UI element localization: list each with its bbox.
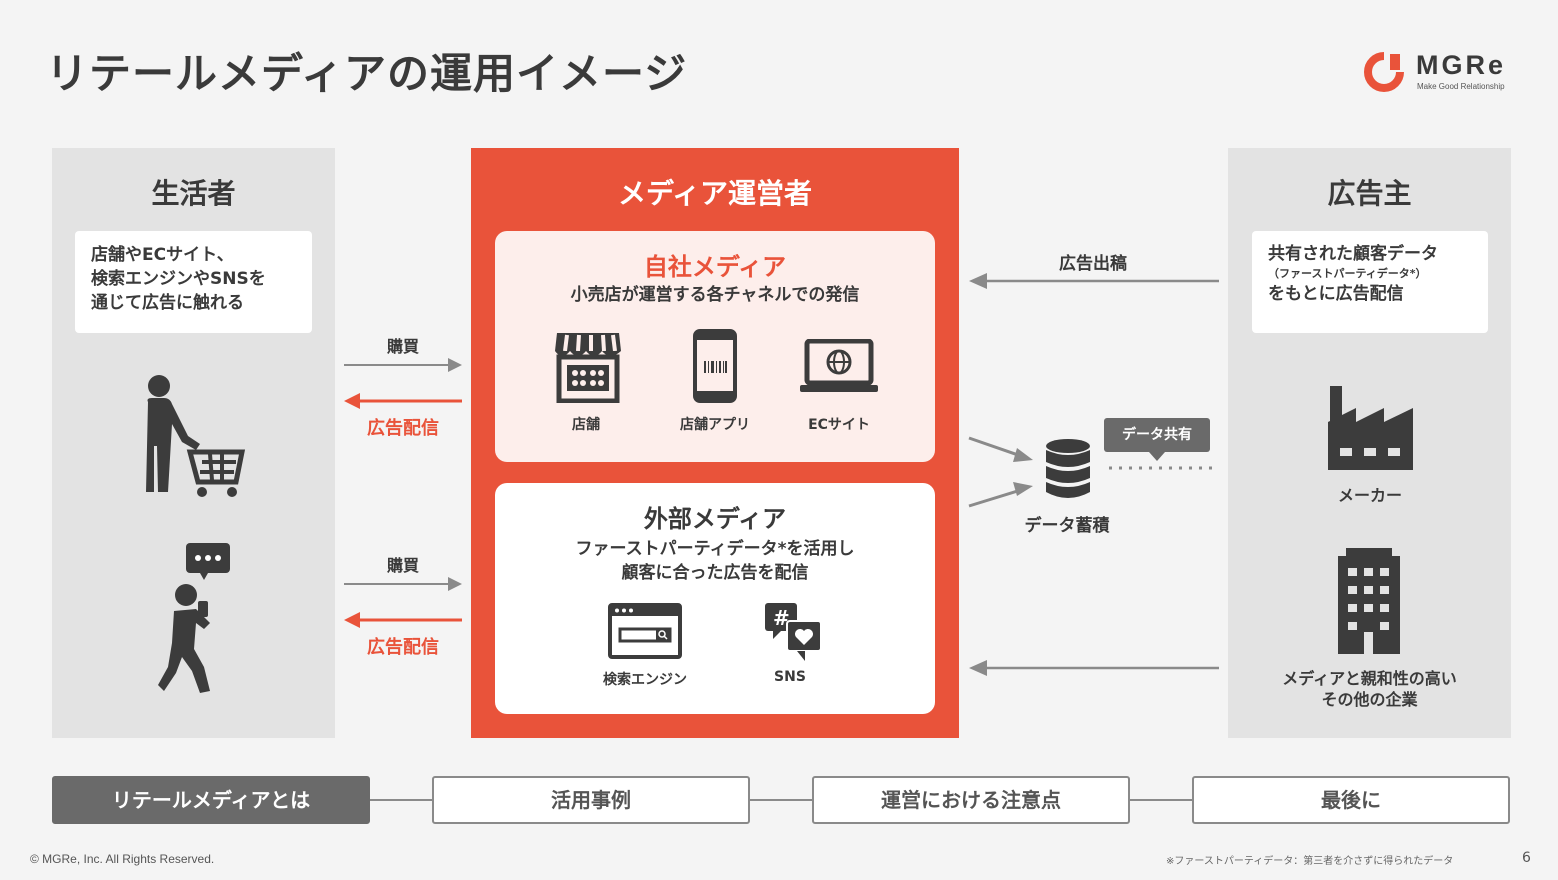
advertiser-flow-arrows [968,273,1219,676]
consumer-note: 店舗やECサイト、 検索エンジンやSNSを 通じて広告に触れる [75,231,312,333]
external-media-subtitle-line: ファーストパーティデータ*を活用し [575,539,855,559]
consumer-heading: 生活者 [151,177,236,210]
channel-label-app: 店舗アプリ [680,417,750,433]
flow-arrows-top [344,358,462,409]
advertiser-note: 共有された顧客データ （ファーストパーティデータ*） をもとに広告配信 [1252,231,1488,333]
data-share-badge: データ共有 [1104,418,1210,452]
maker-label: メーカー [1337,486,1402,505]
ad-placement-label: 広告出稿 [1059,254,1127,274]
external-media-card: 外部メディア ファーストパーティデータ*を活用し 顧客に合った広告を配信 検索エ… [495,483,935,714]
consumer-column: 生活者 店舗やECサイト、 検索エンジンやSNSを 通じて広告に触れる [52,148,335,738]
external-media-title: 外部メディア [643,505,787,533]
copyright: © MGRe, Inc. All Rights Reserved. [30,852,215,866]
nav-operation-notes[interactable]: 運営における注意点 [812,776,1130,824]
channel-label-sns: SNS [774,669,806,685]
consumer-note-line: 通じて広告に触れる [91,293,244,313]
channel-label-store: 店舗 [572,417,600,433]
nav-conclusion[interactable]: 最後に [1192,776,1510,824]
data-storage-label: データ蓄積 [1024,516,1110,536]
database-icon [1046,439,1090,498]
factory-icon [1328,386,1413,470]
advertiser-note-line: （ファーストパーティデータ*） [1268,267,1427,280]
media-operator-panel: メディア運営者 自社メディア 小売店が運営する各チャネルでの発信 店舗 店舗アプ… [471,148,959,738]
channel-label-search: 検索エンジン [603,672,687,688]
operator-heading: メディア運営者 [617,177,813,210]
channel-label-ec: ECサイト [808,417,870,433]
store-icon [555,333,621,403]
advertiser-column: 広告主 共有された顧客データ （ファーストパーティデータ*） をもとに広告配信 … [1228,148,1511,738]
consumer-note-line: 店舗やECサイト、 [91,245,234,265]
other-companies-label-line: メディアと親和性の高い [1282,669,1457,688]
purchase-label-top: 購買 [386,337,419,356]
nav-retail-media[interactable]: リテールメディアとは [52,776,370,824]
advertiser-note-line: をもとに広告配信 [1268,284,1404,304]
other-companies-label: メディアと親和性の高い その他の企業 [1228,668,1511,710]
page-title: リテールメディアの運用イメージ [46,49,688,98]
own-media-card: 自社メディア 小売店が運営する各チャネルでの発信 店舗 店舗アプリ [495,231,935,462]
page-number: 6 [1522,850,1531,866]
own-media-subtitle: 小売店が運営する各チャネルでの発信 [570,285,860,305]
ad-delivery-label-top: 広告配信 [367,418,439,439]
own-media-title: 自社メディア [643,253,787,281]
laptop-globe-icon [800,339,878,392]
nav-connector [749,799,813,801]
svg-text:#: # [773,606,790,630]
nav-connector [1129,799,1193,801]
nav-use-cases[interactable]: 活用事例 [432,776,750,824]
purchase-label-bottom: 購買 [386,556,419,575]
ad-delivery-label-bottom: 広告配信 [367,637,439,658]
data-share-badge-pointer [1149,452,1165,461]
smartphone-user-icon [158,543,230,693]
flow-arrows-bottom [344,577,462,628]
advertiser-heading: 広告主 [1327,177,1412,210]
advertiser-note-line: 共有された顧客データ [1268,244,1438,264]
logo-wordmark: MGRe [1416,50,1507,80]
external-media-subtitle-line: 顧客に合った広告を配信 [621,563,809,583]
logo-tagline: Make Good Relationship [1417,82,1505,91]
sns-chat-heart-icon: # [765,603,822,661]
mgre-logo-icon [1364,52,1404,92]
search-window-icon [608,603,682,659]
other-companies-label-line: その他の企業 [1321,690,1418,709]
consumer-note-line: 検索エンジンやSNSを [91,269,266,289]
mgre-logo: MGRe Make Good Relationship [1362,50,1522,96]
smartphone-barcode-icon [693,329,737,403]
office-building-icon [1338,548,1400,654]
shopper-cart-icon [146,375,246,497]
footnote: ※ファーストパーティデータ：第三者を介さずに得られたデータ [1166,856,1454,867]
nav-connector [369,799,433,801]
